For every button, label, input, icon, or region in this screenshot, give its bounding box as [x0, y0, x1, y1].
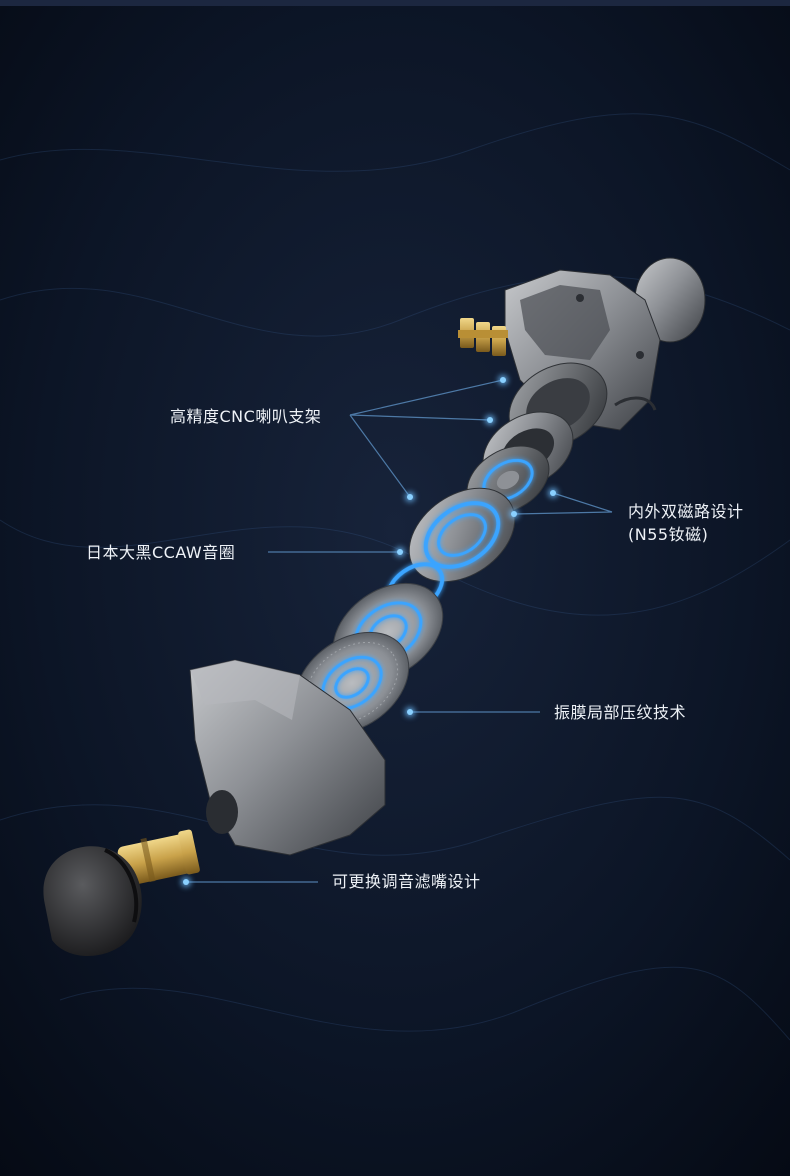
label-nozzle: 可更换调音滤嘴设计 [332, 872, 481, 891]
callout-dot [407, 709, 413, 715]
front-housing [189, 659, 386, 856]
callout-dot [487, 417, 493, 423]
cnc-frame-rings [482, 362, 608, 489]
callout-dot [183, 879, 189, 885]
voice-coil-plate [408, 487, 516, 583]
callout-dot [397, 549, 403, 555]
label-dual-magnet-sub: (N55钕磁) [628, 525, 709, 544]
ear-tip [43, 846, 142, 957]
callout-dot [500, 377, 506, 383]
top-strip [0, 0, 790, 6]
gold-connector [458, 318, 508, 356]
label-diaphragm: 振膜局部压纹技术 [554, 703, 687, 722]
leader-lines [186, 379, 613, 883]
label-voice-coil: 日本大黑CCAW音圈 [86, 543, 236, 562]
label-dual-magnet: 内外双磁路设计 [628, 502, 744, 521]
callout-dot [511, 511, 517, 517]
brass-nozzle [117, 829, 200, 886]
label-cnc-frame: 高精度CNC喇叭支架 [170, 407, 322, 426]
callout-dot [550, 490, 556, 496]
callout-dot [407, 494, 413, 500]
